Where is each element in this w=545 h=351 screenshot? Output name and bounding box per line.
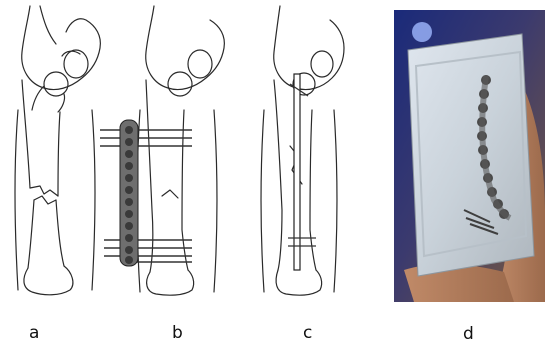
panel-label-a: a	[29, 325, 39, 342]
panel-label-b: b	[172, 325, 183, 342]
panel-label-c: c	[303, 325, 312, 342]
panel-c-intramedullary-nail-drawing	[250, 0, 350, 310]
panel-a-femur-fracture-drawing	[0, 0, 110, 310]
panel-label-d: d	[463, 326, 474, 343]
panel-b-plate-fixation-drawing	[96, 0, 236, 310]
panel-d-packaged-plate-photo	[394, 10, 545, 302]
